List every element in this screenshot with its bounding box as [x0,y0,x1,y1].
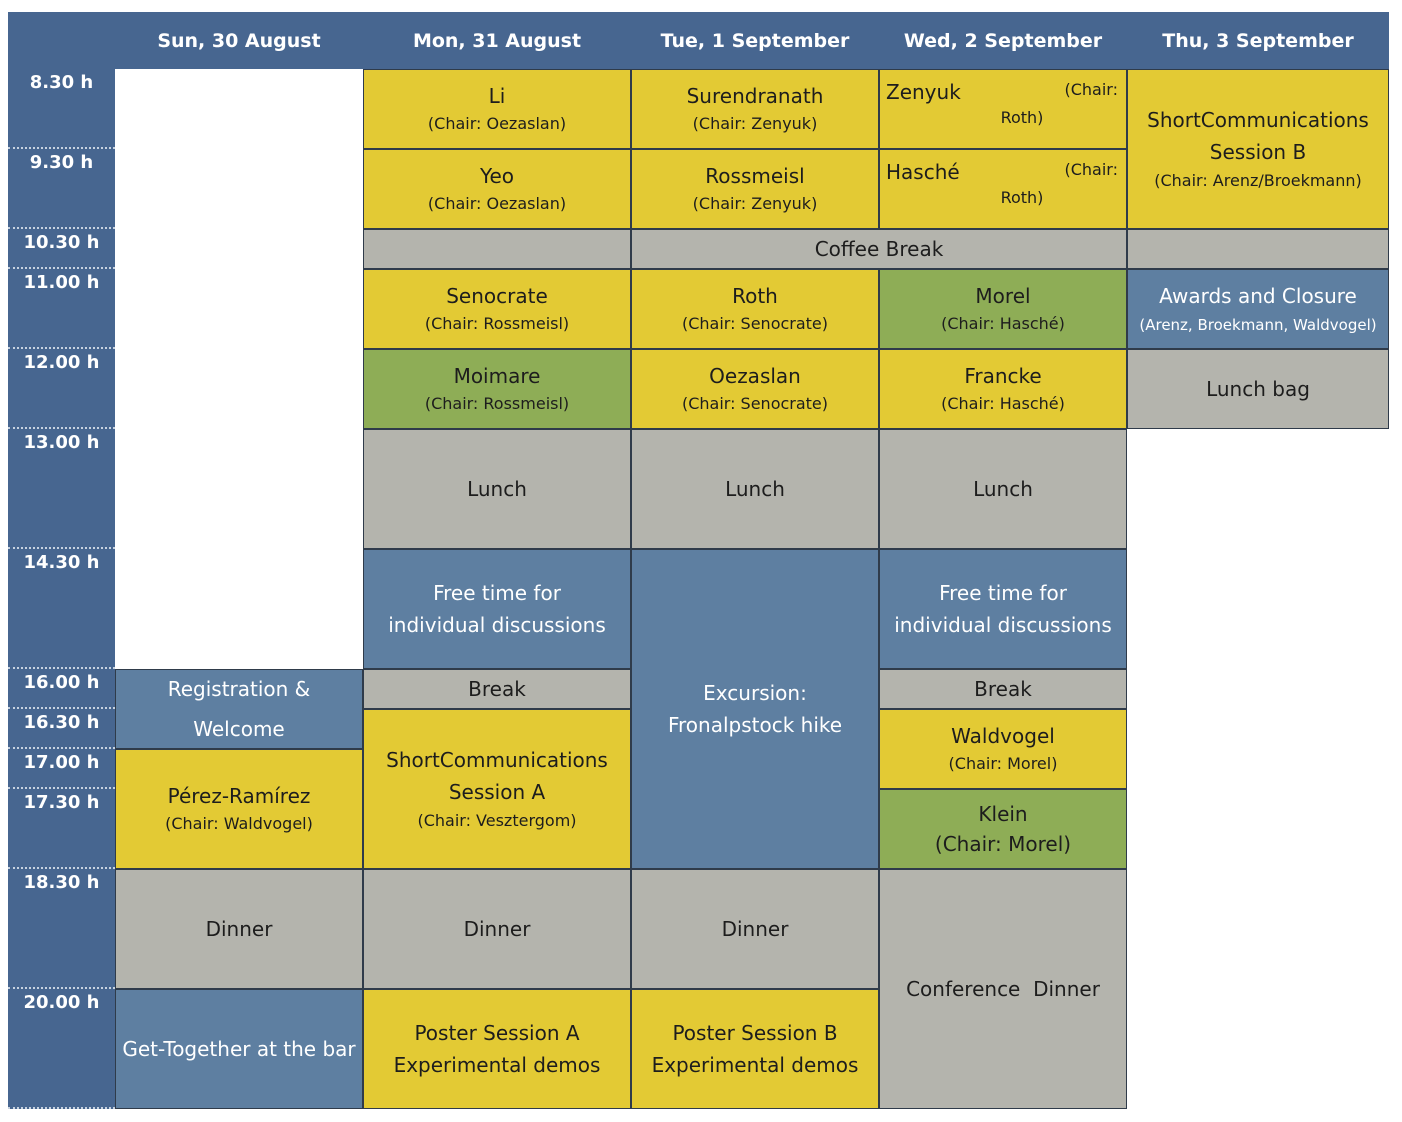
session-zenyuk: Zenyuk (Chair: Roth) [879,69,1127,149]
session-perez-ramirez: Pérez-Ramírez (Chair: Waldvogel) [115,749,363,869]
time-slot: 12.00 h [8,349,115,429]
time-slot: 17.30 h [8,789,115,869]
session-francke: Francke (Chair: Hasché) [879,349,1127,429]
time-slot: 16.30 h [8,709,115,749]
session-morel: Morel (Chair: Hasché) [879,269,1127,349]
day-header-sun: Sun, 30 August [115,12,363,69]
time-slot: 10.30 h [8,229,115,269]
time-slot: 17.00 h [8,749,115,789]
session-waldvogel: Waldvogel (Chair: Morel) [879,709,1127,789]
session-excursion: Excursion: Fronalpstock hike [631,549,879,869]
session-free-time: Free time for individual discussions [363,549,631,669]
time-slot: 20.00 h [8,989,115,1109]
session-dinner: Dinner [363,869,631,989]
session-short-communications-a: ShortCommunications Session A (Chair: Ve… [363,709,631,869]
session-coffee-mon [363,229,631,269]
session-roth: Roth (Chair: Senocrate) [631,269,879,349]
session-surendranath: Surendranath (Chair: Zenyuk) [631,69,879,149]
day-header-wed: Wed, 2 September [879,12,1127,69]
session-lunch: Lunch [363,429,631,549]
session-klein: Klein (Chair: Morel) [879,789,1127,869]
session-moimare: Moimare (Chair: Rossmeisl) [363,349,631,429]
day-header-thu: Thu, 3 September [1127,12,1389,69]
session-break: Break [363,669,631,709]
session-coffee-break: Coffee Break [631,229,1127,269]
session-lunch: Lunch [879,429,1127,549]
time-slot: 16.00 h [8,669,115,709]
time-slot: 13.00 h [8,429,115,549]
time-slot: 11.00 h [8,269,115,349]
day-header-mon: Mon, 31 August [363,12,631,69]
session-coffee-thu [1127,229,1389,269]
session-registration: Registration & Welcome [115,669,363,749]
session-hasche: Hasché (Chair: Roth) [879,149,1127,229]
header-corner [8,12,115,69]
session-rossmeisl: Rossmeisl (Chair: Zenyuk) [631,149,879,229]
session-dinner: Dinner [631,869,879,989]
session-li: Li (Chair: Oezaslan) [363,69,631,149]
session-oezaslan: Oezaslan (Chair: Senocrate) [631,349,879,429]
session-yeo: Yeo (Chair: Oezaslan) [363,149,631,229]
session-awards-closure: Awards and Closure (Arenz, Broekmann, Wa… [1127,269,1389,349]
time-slot: 18.30 h [8,869,115,989]
session-get-together: Get-Together at the bar [115,989,363,1109]
session-lunch: Lunch [631,429,879,549]
session-lunch-bag: Lunch bag [1127,349,1389,429]
session-poster-b: Poster Session B Experimental demos [631,989,879,1109]
day-header-tue: Tue, 1 September [631,12,879,69]
session-short-communications-b: ShortCommunications Session B (Chair: Ar… [1127,69,1389,229]
time-slot: 9.30 h [8,149,115,229]
time-slot: 14.30 h [8,549,115,669]
time-slot: 8.30 h [8,69,115,149]
session-free-time: Free time for individual discussions [879,549,1127,669]
session-poster-a: Poster Session A Experimental demos [363,989,631,1109]
session-conference-dinner: Conference Dinner [879,869,1127,1109]
session-break: Break [879,669,1127,709]
session-senocrate: Senocrate (Chair: Rossmeisl) [363,269,631,349]
session-dinner: Dinner [115,869,363,989]
